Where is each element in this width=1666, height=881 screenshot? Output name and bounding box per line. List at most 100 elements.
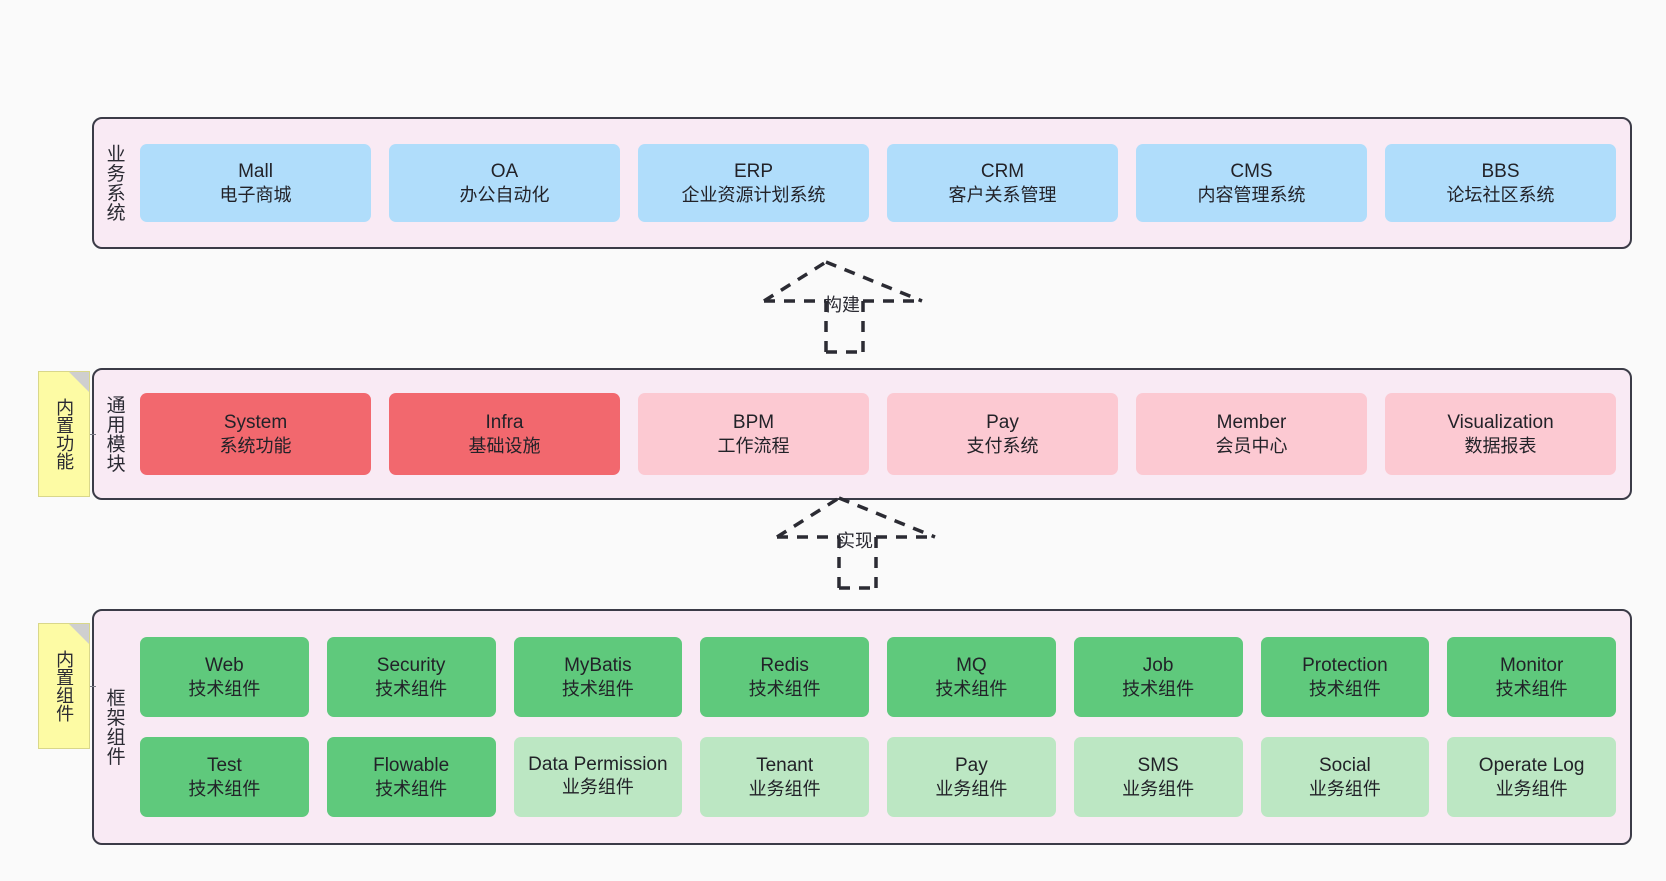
layer-title-business-system: 业务系统 bbox=[103, 144, 125, 222]
card-sub: 电子商城 bbox=[219, 184, 292, 205]
card-sub: 业务组件 bbox=[1122, 778, 1195, 799]
layer-title-common-module: 通用模块 bbox=[103, 395, 125, 473]
card-name: Pay bbox=[955, 754, 988, 776]
card-mq[interactable]: MQ 技术组件 bbox=[887, 637, 1056, 717]
card-name: CRM bbox=[980, 160, 1025, 182]
card-sub: 工作流程 bbox=[717, 435, 790, 456]
card-sub: 技术组件 bbox=[375, 678, 448, 699]
card-name: Operate Log bbox=[1478, 754, 1585, 776]
card-name: Social bbox=[1319, 754, 1371, 776]
card-name: Pay bbox=[986, 411, 1019, 433]
card-sub: 基础设施 bbox=[468, 435, 541, 456]
card-name: BPM bbox=[732, 411, 775, 433]
card-name: MQ bbox=[956, 654, 987, 676]
card-sub: 技术组件 bbox=[375, 778, 448, 799]
card-bpm[interactable]: BPM 工作流程 bbox=[638, 393, 869, 475]
card-sub: 企业资源计划系统 bbox=[681, 184, 826, 205]
card-cms[interactable]: CMS 内容管理系统 bbox=[1136, 144, 1367, 222]
card-sub: 客户关系管理 bbox=[948, 184, 1057, 205]
card-mall[interactable]: Mall 电子商城 bbox=[140, 144, 371, 222]
connector-build-label: 构建 bbox=[824, 295, 860, 315]
card-job[interactable]: Job 技术组件 bbox=[1073, 637, 1243, 717]
card-sub: 会员中心 bbox=[1215, 435, 1288, 456]
card-name: Flowable bbox=[373, 754, 450, 776]
card-sub: 技术组件 bbox=[1122, 678, 1195, 699]
note-connector-line-components bbox=[88, 686, 96, 687]
card-name: BBS bbox=[1481, 160, 1520, 182]
card-name: MyBatis bbox=[564, 654, 632, 676]
card-mybatis[interactable]: MyBatis 技术组件 bbox=[513, 637, 683, 717]
card-sms[interactable]: SMS 业务组件 bbox=[1073, 737, 1243, 817]
card-visualization[interactable]: Visualization 数据报表 bbox=[1385, 393, 1616, 475]
layer-title-framework-component: 框架组件 bbox=[103, 688, 125, 766]
card-sub: 业务组件 bbox=[1495, 778, 1568, 799]
build-arrow-icon bbox=[763, 260, 923, 354]
card-protection[interactable]: Protection 技术组件 bbox=[1260, 637, 1430, 717]
card-sub: 办公自动化 bbox=[459, 184, 550, 205]
card-name: Tenant bbox=[756, 754, 814, 776]
card-sub: 技术组件 bbox=[561, 678, 634, 699]
card-tenant[interactable]: Tenant 业务组件 bbox=[700, 737, 869, 817]
card-sub: 技术组件 bbox=[188, 678, 261, 699]
card-sub: 技术组件 bbox=[935, 678, 1008, 699]
card-pay-module[interactable]: Pay 支付系统 bbox=[887, 393, 1118, 475]
card-name: Redis bbox=[760, 654, 809, 676]
card-data-permission[interactable]: Data Permission 业务组件 bbox=[513, 737, 683, 817]
card-flowable[interactable]: Flowable 技术组件 bbox=[326, 737, 496, 817]
card-bbs[interactable]: BBS 论坛社区系统 bbox=[1385, 144, 1616, 222]
note-connector-line-features bbox=[88, 434, 96, 435]
card-social[interactable]: Social 业务组件 bbox=[1260, 737, 1430, 817]
card-row: Mall 电子商城 OA 办公自动化 ERP 企业资源计划系统 CRM 客户关系… bbox=[140, 144, 1616, 222]
connector-implement: 实现 bbox=[763, 491, 943, 591]
card-sub: 业务组件 bbox=[561, 777, 634, 798]
card-sub: 业务组件 bbox=[748, 778, 821, 799]
card-name: Protection bbox=[1302, 654, 1388, 676]
card-name: Job bbox=[1142, 654, 1174, 676]
card-crm[interactable]: CRM 客户关系管理 bbox=[887, 144, 1118, 222]
card-oa[interactable]: OA 办公自动化 bbox=[389, 144, 620, 222]
card-redis[interactable]: Redis 技术组件 bbox=[700, 637, 869, 717]
layer-business-system[interactable]: 业务系统 Mall 电子商城 OA 办公自动化 ERP 企业资源计划系统 CRM bbox=[92, 117, 1632, 249]
card-sub: 业务组件 bbox=[1308, 778, 1381, 799]
note-label: 内置功能 bbox=[54, 398, 75, 470]
card-test[interactable]: Test 技术组件 bbox=[140, 737, 309, 817]
card-name: Data Permission bbox=[528, 753, 668, 775]
card-erp[interactable]: ERP 企业资源计划系统 bbox=[638, 144, 869, 222]
note-builtin-features[interactable]: 内置功能 bbox=[38, 371, 90, 497]
implement-arrow-icon bbox=[776, 496, 936, 590]
card-system[interactable]: System 系统功能 bbox=[140, 393, 371, 475]
card-sub: 论坛社区系统 bbox=[1446, 184, 1555, 205]
card-name: System bbox=[223, 411, 288, 433]
note-builtin-components[interactable]: 内置组件 bbox=[38, 623, 90, 749]
card-infra[interactable]: Infra 基础设施 bbox=[389, 393, 620, 475]
card-sub: 技术组件 bbox=[188, 778, 261, 799]
card-web[interactable]: Web 技术组件 bbox=[140, 637, 309, 717]
card-pay-component[interactable]: Pay 业务组件 bbox=[887, 737, 1056, 817]
layer-framework-component[interactable]: 框架组件 Web 技术组件 Security 技术组件 MyBatis 技术组件… bbox=[92, 609, 1632, 845]
card-member[interactable]: Member 会员中心 bbox=[1136, 393, 1367, 475]
card-monitor[interactable]: Monitor 技术组件 bbox=[1447, 637, 1616, 717]
card-row-tech: Web 技术组件 Security 技术组件 MyBatis 技术组件 Redi… bbox=[140, 637, 1616, 717]
card-name: OA bbox=[490, 160, 519, 182]
card-operate-log[interactable]: Operate Log 业务组件 bbox=[1447, 737, 1616, 817]
card-sub: 系统功能 bbox=[219, 435, 292, 456]
card-sub: 业务组件 bbox=[935, 778, 1008, 799]
layer-common-module[interactable]: 通用模块 System 系统功能 Infra 基础设施 BPM 工作流程 Pay bbox=[92, 368, 1632, 500]
note-fold-corner-icon bbox=[69, 372, 89, 392]
card-row-business: Test 技术组件 Flowable 技术组件 Data Permission … bbox=[140, 737, 1616, 817]
note-label: 内置组件 bbox=[54, 650, 75, 722]
card-sub: 技术组件 bbox=[1308, 678, 1381, 699]
card-name: Member bbox=[1216, 411, 1287, 433]
card-name: SMS bbox=[1137, 754, 1179, 776]
connector-build: 构建 bbox=[750, 255, 930, 355]
card-sub: 技术组件 bbox=[1495, 678, 1568, 699]
card-name: CMS bbox=[1230, 160, 1273, 182]
note-fold-corner-icon bbox=[69, 624, 89, 644]
card-name: Visualization bbox=[1447, 411, 1554, 433]
layer-body-common-module: System 系统功能 Infra 基础设施 BPM 工作流程 Pay 支付系统… bbox=[134, 370, 1630, 498]
connector-implement-label: 实现 bbox=[837, 531, 873, 551]
card-name: Test bbox=[206, 754, 242, 776]
card-sub: 内容管理系统 bbox=[1197, 184, 1306, 205]
card-security[interactable]: Security 技术组件 bbox=[326, 637, 496, 717]
